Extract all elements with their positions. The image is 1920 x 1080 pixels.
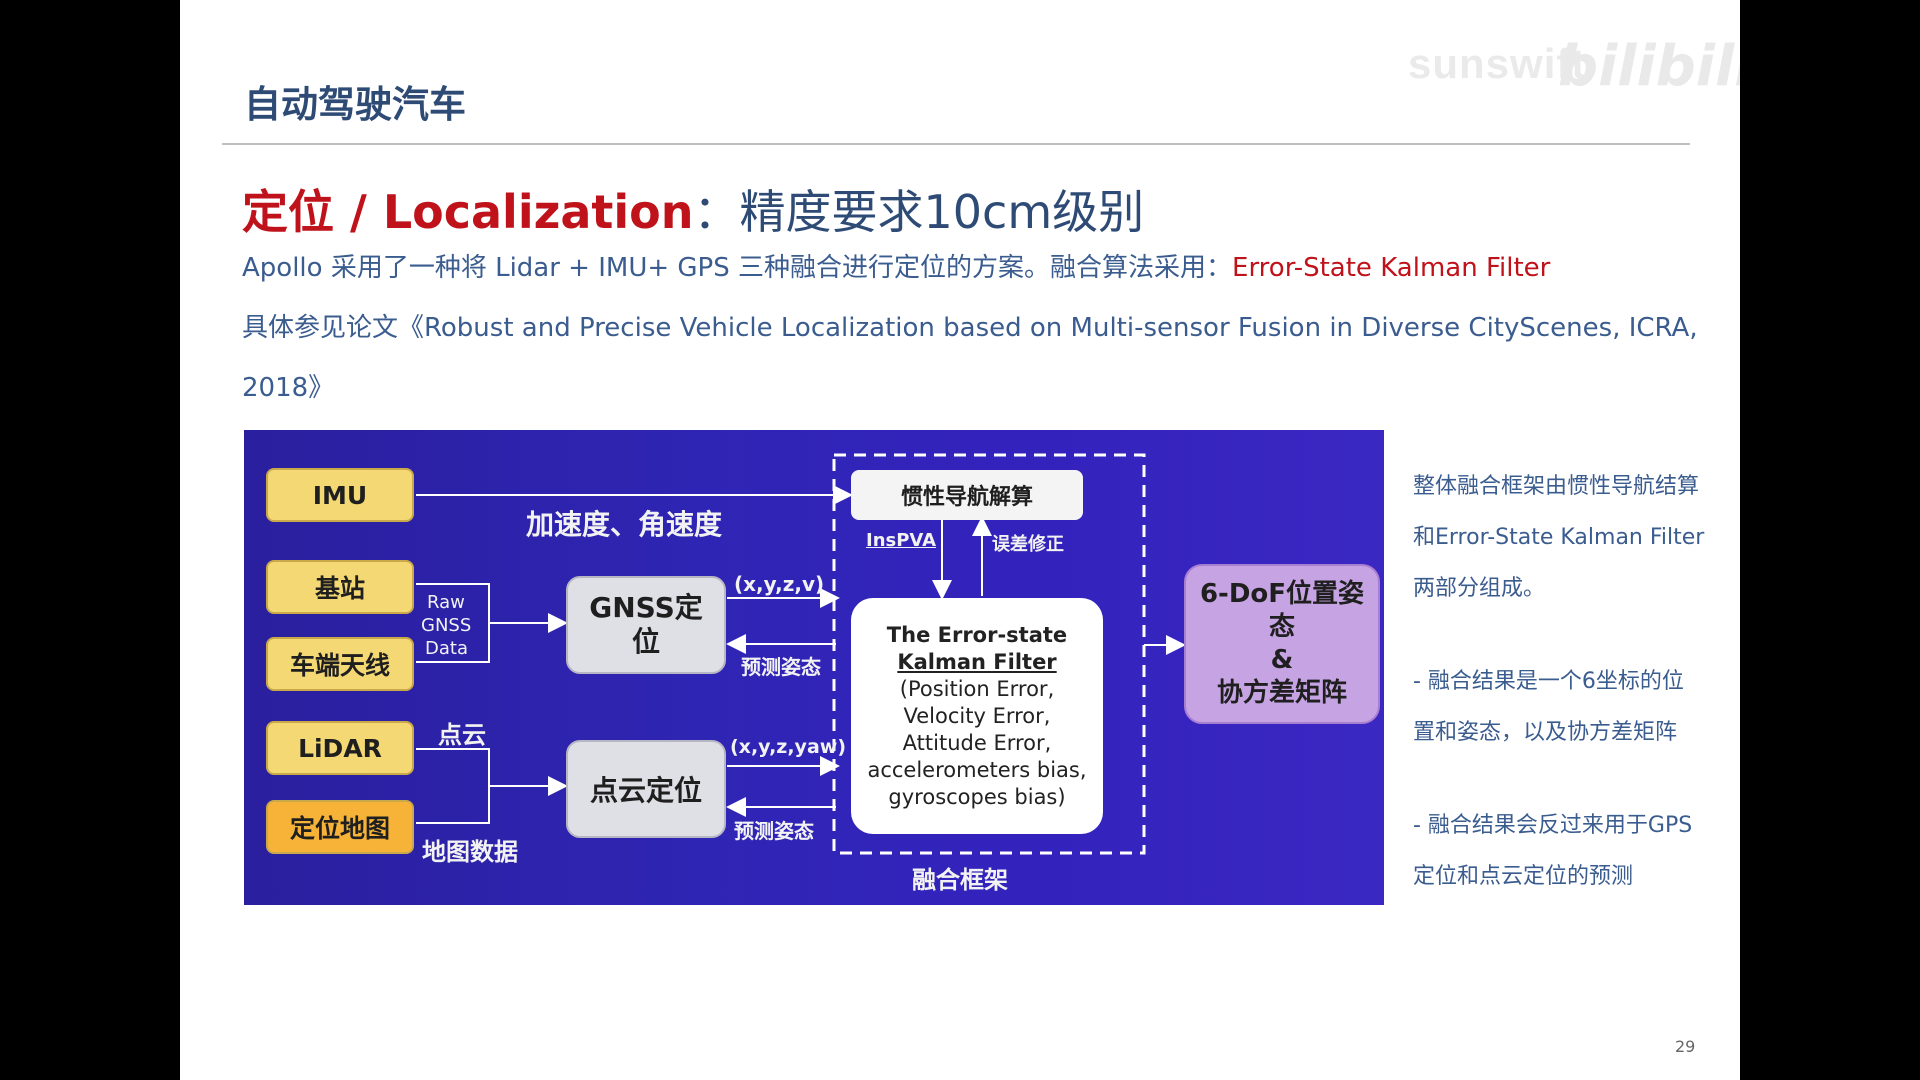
fusion-diagram: IMU 基站 车端天线 LiDAR 定位地图 加速度、角速度 Raw GNSS … (244, 430, 1384, 905)
raw-gnss-label-3: Data (425, 638, 468, 659)
map-data-label: 地图数据 (422, 838, 518, 866)
xyzyaw-label: (x,y,z,yaw) (730, 736, 847, 758)
side-note-line-1: 整体融合框架由惯性导航结算 (1413, 474, 1700, 499)
localization-map-block: 定位地图 (266, 800, 414, 854)
headline-rest: ：精度要求10cm级别 (693, 185, 1145, 239)
raw-gnss-label-2: GNSS (421, 615, 472, 636)
output-line-1: 6-DoF位置姿 (1199, 579, 1365, 609)
slide: 自动驾驶汽车 sunswift bilibili 定位 / Localizati… (180, 0, 1740, 1080)
gnss-block-line-2: 位 (631, 625, 660, 658)
eskf-line-2: Velocity Error, (903, 703, 1051, 728)
accel-angular-label: 加速度、角速度 (526, 508, 723, 541)
intro-text: Apollo 采用了一种将 Lidar + IMU+ GPS 三种融合进行定位的… (242, 253, 1233, 283)
diagram-connectors (416, 453, 1186, 855)
headline: 定位 / Localization：精度要求10cm级别 (242, 176, 1144, 242)
raw-gnss-label-1: Raw (427, 592, 465, 613)
side-note-line-2: 和Error-State Kalman Filter (1413, 525, 1705, 550)
pointcloud-localization-block: 点云定位 (566, 740, 726, 838)
side-note-line-3: 两部分组成。 (1413, 576, 1546, 601)
eskf-block: The Error-state Kalman Filter (Position … (851, 598, 1103, 834)
intro-line-1: Apollo 采用了一种将 Lidar + IMU+ GPS 三种融合进行定位的… (242, 247, 1550, 284)
xyzv-label: (x,y,z,v) (734, 572, 825, 596)
vehicle-antenna-block: 车端天线 (266, 637, 414, 691)
output-line-3: & (1270, 645, 1294, 675)
predicted-pose-label-2: 预测姿态 (734, 819, 814, 843)
inertial-nav-block: 惯性导航解算 (851, 470, 1083, 520)
inspva-label: InsPVA (866, 530, 937, 551)
output-block: 6-DoF位置姿 态 & 协方差矩阵 (1184, 564, 1380, 724)
gnss-block-line-1: GNSS定 (589, 591, 703, 624)
fusion-frame (832, 453, 1146, 855)
headline-highlight: 定位 / Localization (242, 185, 694, 239)
output-line-4: 协方差矩阵 (1216, 678, 1347, 708)
intro-line-3: 2018》 (242, 373, 335, 403)
slide-title: 自动驾驶汽车 (244, 83, 466, 126)
side-note-line-5: 置和姿态，以及协方差矩阵 (1413, 720, 1678, 745)
eskf-line-1: (Position Error, (899, 676, 1055, 701)
error-correction-label: 误差修正 (992, 534, 1064, 555)
title-divider (222, 143, 1690, 145)
eskf-line-3: Attitude Error, (902, 730, 1052, 755)
gnss-localization-block: GNSS定 位 (566, 576, 726, 674)
base-station-block: 基站 (266, 560, 414, 614)
point-cloud-label: 点云 (438, 721, 486, 749)
eskf-line-5: gyroscopes bias) (888, 784, 1066, 809)
fusion-framework-label: 融合框架 (912, 866, 1008, 894)
lidar-block: LiDAR (266, 721, 414, 775)
intro-highlight: Error-State Kalman Filter (1232, 253, 1551, 283)
side-note-line-4: - 融合结果是一个6坐标的位 (1413, 669, 1684, 694)
watermark-text: sunswift (1408, 40, 1587, 87)
eskf-title-2: Kalman Filter (897, 649, 1057, 674)
output-line-2: 态 (1268, 612, 1295, 642)
page-number: 29 (1675, 1037, 1696, 1056)
side-note-line-7: 定位和点云定位的预测 (1413, 864, 1634, 889)
eskf-line-4: accelerometers bias, (867, 757, 1087, 782)
watermark-logo: bilibili (1558, 34, 1740, 99)
side-note-line-6: - 融合结果会反过来用于GPS (1413, 813, 1693, 838)
eskf-title-1: The Error-state (886, 622, 1068, 647)
predicted-pose-label-1: 预测姿态 (741, 655, 821, 679)
imu-block: IMU (266, 468, 414, 522)
intro-line-2: 具体参见论文《Robust and Precise Vehicle Locali… (242, 313, 1698, 343)
